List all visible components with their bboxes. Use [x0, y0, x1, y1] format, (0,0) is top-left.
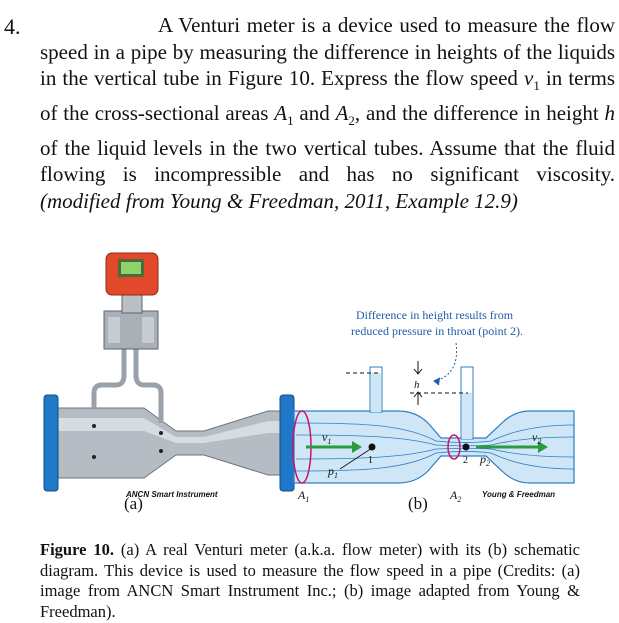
- credit-a: ANCN Smart Instrument: [125, 490, 218, 499]
- v2-label: v2: [532, 430, 541, 446]
- sub-A2: 2: [348, 113, 355, 129]
- caption-label: Figure 10.: [40, 540, 114, 559]
- callout-line-2: reduced pressure in throat (point 2).: [351, 324, 523, 338]
- var-A: A: [274, 100, 288, 125]
- var-h: h: [604, 100, 616, 125]
- point-1-label: 1: [368, 455, 373, 466]
- sub-1: 1: [533, 78, 540, 94]
- caption-text: (a) A real Venturi meter (a.k.a. flow me…: [40, 540, 580, 621]
- citation: (modified from Young & Freedman, 2011, E…: [40, 188, 518, 213]
- p2-label: p2: [479, 452, 490, 468]
- and-word: and: [293, 100, 336, 125]
- problem-statement: A Venturi meter is a device used to meas…: [40, 12, 615, 215]
- h-label: h: [414, 379, 420, 391]
- sub-A1: 1: [287, 113, 294, 129]
- problem-text-part: of the liquid levels in the two vertical…: [40, 135, 615, 187]
- var-A: A: [335, 100, 349, 125]
- venturi-photo: [43, 252, 295, 492]
- problem-text-part: in terms of the cross-sectional areas: [40, 66, 615, 125]
- callout-line-1: Difference in height results from: [356, 308, 514, 322]
- credit-b: Young & Freedman: [482, 490, 555, 499]
- figure-caption: Figure 10. (a) A real Venturi meter (a.k…: [40, 540, 580, 622]
- figure-10: ANCN Smart Instrument (a): [36, 243, 616, 523]
- A1-label: A1: [297, 488, 309, 504]
- var-v: v: [523, 66, 534, 91]
- figure-svg: ANCN Smart Instrument (a): [43, 252, 575, 513]
- problem-number: 4.: [4, 14, 21, 39]
- point-2-label: 2: [463, 455, 468, 466]
- problem-text-part: A Venturi meter is a device used to meas…: [40, 13, 615, 91]
- problem-text-part: , and the difference in height: [354, 100, 605, 125]
- A2-label: A2: [449, 488, 461, 504]
- p1-label: p1: [327, 464, 338, 480]
- venturi-schematic: [292, 342, 575, 484]
- panel-b-label: (b): [408, 494, 428, 513]
- panel-a-label: (a): [124, 494, 143, 513]
- v1-label: v1: [322, 430, 331, 446]
